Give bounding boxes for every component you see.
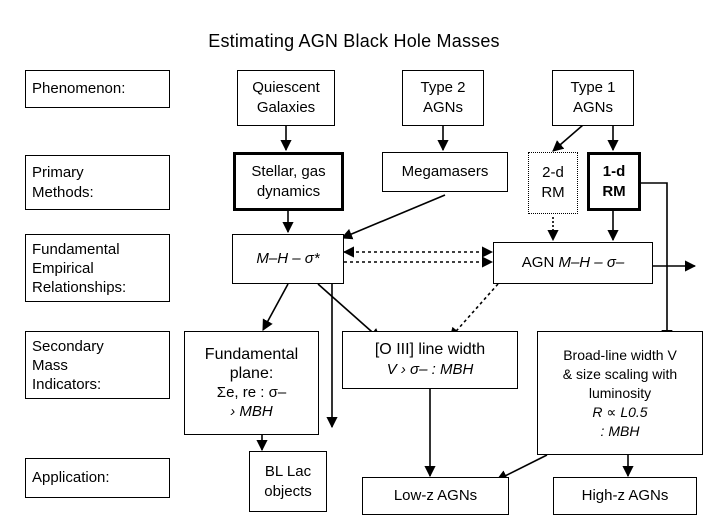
row-label-fundamental-line1: Fundamental	[32, 240, 120, 258]
row-label-application: Application:	[25, 458, 170, 498]
node-1drm-line2: RM	[602, 182, 626, 200]
row-label-primary-methods: Primary Methods:	[25, 155, 170, 210]
node-2d-rm: 2-d RM	[528, 152, 578, 214]
node-stellar-line1: Stellar, gas	[251, 162, 326, 180]
row-label-fundamental-line2: Empirical	[32, 259, 94, 277]
node-1d-rm: 1-d RM	[587, 152, 641, 211]
arrow-msigma-to-fundamental-plane	[262, 283, 289, 331]
node-megamasers-text: Megamasers	[401, 163, 489, 180]
row-label-secondary-line1: Secondary	[32, 337, 104, 355]
arrow-agn-msigma-to-oiii	[449, 283, 499, 339]
node-bl-line5: : MBH	[600, 422, 640, 439]
node-type2-line1: Type 2	[420, 79, 466, 96]
node-fp-line3: Σe, re : σ–	[216, 384, 287, 401]
node-quiescent-line2: Galaxies	[256, 99, 316, 116]
node-bl-line4: R ∝ L0.5	[592, 403, 648, 420]
node-type1-line2: AGNs	[572, 99, 613, 116]
row-label-secondary-line2: Mass	[32, 356, 68, 374]
node-bllac-line1: BL Lac	[264, 462, 312, 480]
diagram-title: Estimating AGN Black Hole Masses	[208, 31, 500, 51]
arrow-megamasers-to-msigma	[340, 194, 446, 240]
node-fundamental-plane: Fundamental plane: Σe, re : σ– › MBH	[184, 331, 319, 435]
row-label-primary-line2: Methods:	[32, 183, 94, 201]
node-bllac-line2: objects	[264, 482, 312, 500]
row-label-application-text: Application:	[32, 469, 110, 486]
node-bl-line1: Broad-line width V	[563, 346, 677, 363]
node-fp-line1: Fundamental	[204, 346, 299, 363]
row-label-fundamental: Fundamental Empirical Relationships:	[25, 234, 170, 302]
node-low-z-agns: Low-z AGNs	[362, 477, 509, 515]
node-bl-line3: luminosity	[588, 384, 652, 401]
node-type2-line2: AGNs	[422, 99, 463, 116]
arrow-type1-to-2drm	[552, 124, 584, 152]
node-quiescent-line1: Quiescent	[252, 79, 320, 96]
node-quiescent-galaxies: Quiescent Galaxies	[237, 70, 335, 126]
row-label-secondary: Secondary Mass Indicators:	[25, 331, 170, 399]
row-label-primary-line1: Primary	[32, 163, 84, 181]
node-2drm-line2: RM	[541, 184, 565, 201]
row-label-secondary-line3: Indicators:	[32, 375, 102, 393]
node-oiii-line2: V › σ– : MBH	[386, 361, 474, 378]
node-agn-m-sigma-text: M–H – σ–	[558, 254, 625, 271]
node-agn-prefix: AGN	[521, 254, 559, 271]
node-1drm-line1: 1-d	[602, 162, 626, 180]
node-broad-line-width: Broad-line width V & size scaling with l…	[537, 331, 703, 455]
node-fp-line4: › MBH	[230, 403, 273, 420]
connector-1drm-right-down	[641, 182, 673, 342]
node-type2-agns: Type 2 AGNs	[402, 70, 484, 126]
arrow-broadline-to-lowz	[495, 454, 548, 481]
node-high-z-agns: High-z AGNs	[553, 477, 697, 515]
node-highz-text: High-z AGNs	[581, 487, 669, 504]
node-2drm-line1: 2-d	[542, 164, 564, 181]
node-type1-line1: Type 1	[570, 79, 616, 96]
row-label-fundamental-line3: Relationships:	[32, 278, 127, 296]
node-fp-line2: plane:	[229, 365, 274, 382]
row-label-phenomenon: Phenomenon:	[25, 70, 170, 108]
arrow-msigma-to-oiii	[317, 283, 381, 340]
node-oiii-line-width: [O III] line width V › σ– : MBH	[342, 331, 518, 389]
node-oiii-line1: [O III] line width	[374, 341, 486, 358]
node-m-sigma-text: M–H – σ*	[256, 250, 320, 267]
node-stellar-gas-dynamics: Stellar, gas dynamics	[233, 152, 344, 211]
node-bl-lac-objects: BL Lac objects	[249, 451, 327, 512]
node-stellar-line2: dynamics	[256, 182, 321, 200]
node-m-sigma: M–H – σ*	[232, 234, 344, 284]
node-agn-m-sigma: AGN M–H – σ–	[493, 242, 653, 284]
row-label-phenomenon-text: Phenomenon:	[32, 80, 126, 97]
node-megamasers: Megamasers	[382, 152, 508, 192]
node-bl-line2: & size scaling with	[562, 365, 678, 382]
node-type1-agns: Type 1 AGNs	[552, 70, 634, 126]
node-lowz-text: Low-z AGNs	[393, 487, 478, 504]
